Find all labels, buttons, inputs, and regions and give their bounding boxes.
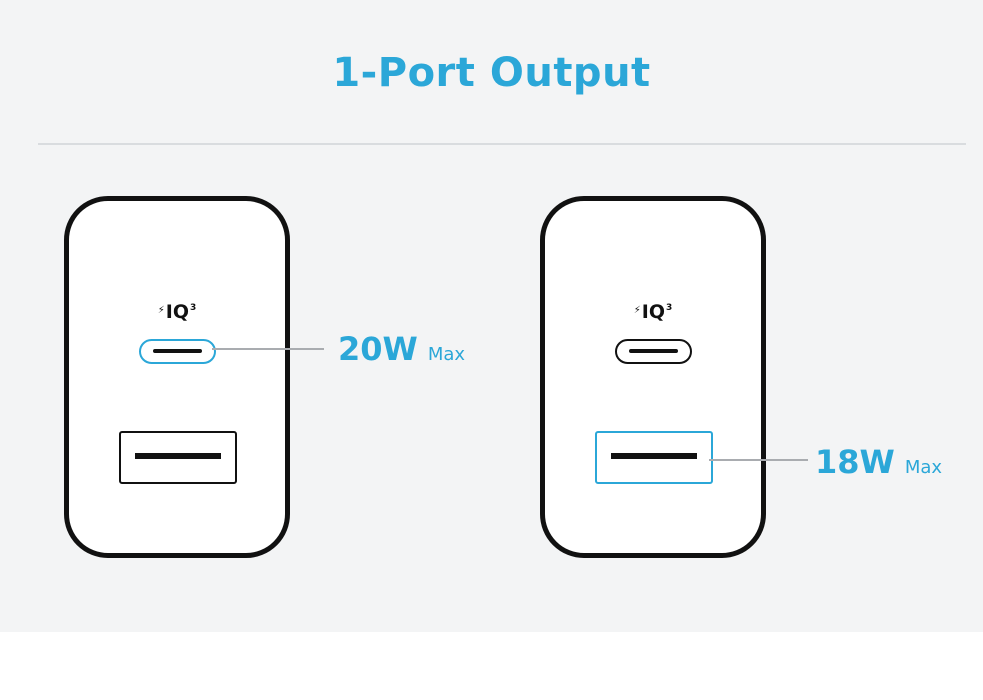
output-label-usb-c: 20W Max [338,330,465,368]
output-watts: 18W [815,443,895,481]
bolt-icon: ⚡ [157,305,165,316]
title-divider [38,143,966,145]
iq-logo: ⚡IQ3 [545,301,761,323]
usb-c-slot [153,349,202,353]
charger-1: ⚡IQ3 [64,196,290,558]
iq-logo-text: IQ [165,301,189,323]
iq-logo-text: IQ [641,301,665,323]
usb-a-port-icon [119,431,237,484]
leader-line-usb-a [709,459,808,461]
usb-c-port-icon [139,339,216,364]
charger-2: ⚡IQ3 [540,196,766,558]
page-title: 1-Port Output [332,50,651,96]
usb-a-port-icon [595,431,713,484]
usb-c-slot [629,349,678,353]
iq-logo-superscript: 3 [666,303,673,313]
usb-a-slot [135,453,221,459]
leader-line-usb-c [212,348,324,350]
iq-logo: ⚡IQ3 [69,301,285,323]
iq-logo-superscript: 3 [190,303,197,313]
bolt-icon: ⚡ [633,305,641,316]
usb-c-port-icon [615,339,692,364]
usb-a-slot [611,453,697,459]
output-label-usb-a: 18W Max [815,443,942,481]
output-max: Max [427,344,466,365]
output-max: Max [904,457,943,478]
output-watts: 20W [338,330,418,368]
